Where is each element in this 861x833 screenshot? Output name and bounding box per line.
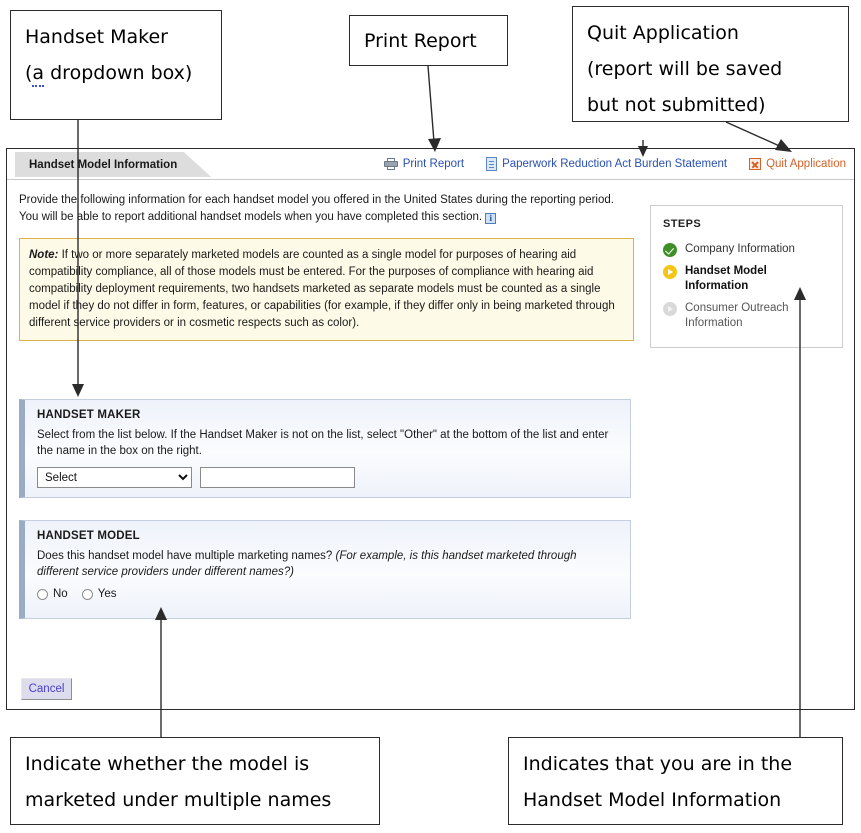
handset-model-question-example: (For example, is this handset marketed t… [37,550,577,578]
radio-label-no: No [53,588,68,600]
sidebar-item-consumer-outreach-information[interactable]: Consumer Outreach Information [663,301,830,331]
sidebar-item-handset-model-information[interactable]: Handset Model Information [663,264,830,294]
app-body: Provide the following information for ea… [7,180,854,341]
tab-handset-model-information[interactable]: Handset Model Information [15,152,212,177]
radio-option-no[interactable]: No [37,588,68,600]
paperwork-reduction-act-label: Paperwork Reduction Act Burden Statement [502,158,728,170]
handset-model-question-main: Does this handset model have multiple ma… [37,550,336,562]
callout-indicate-line2: marketed under multiple names [25,789,332,811]
info-icon[interactable]: i [485,213,497,224]
callout-print-report: Print Report [349,15,508,66]
callout-handset-maker: Handset Maker (a dropdown box) [10,10,222,120]
steps-title: STEPS [663,218,702,230]
handset-model-title: HANDSET MODEL [37,530,140,542]
app-header: Handset Model Information Print Report P… [7,149,854,180]
intro-text: Provide the following information for ea… [19,192,634,226]
handset-model-panel: HANDSET MODEL Does this handset model ha… [19,520,631,619]
callout-paren-open: ( [25,62,33,84]
callout-handset-maker-line2: (a dropdown box) [25,55,207,91]
print-report-link-label: Print Report [402,158,465,170]
handset-maker-panel: HANDSET MAKER Select from the list below… [19,399,631,498]
handset-maker-select[interactable]: Select [37,467,192,488]
radio-dot-no-icon [37,588,48,600]
play-circle-icon [663,265,677,279]
callout-indicates-step-line1: Indicates that you are in the [523,753,793,775]
step-label-handset-model-information: Handset Model Information [685,265,767,292]
callout-indicate-line1: Indicate whether the model is [25,753,310,775]
paperwork-reduction-act-link[interactable]: Paperwork Reduction Act Burden Statement [486,157,727,171]
callout-print-report-line1: Print Report [364,30,477,52]
callout-quit-line2: (report will be saved [587,58,783,80]
handset-maker-title: HANDSET MAKER [37,409,141,421]
quit-application-link[interactable]: Quit Application [749,158,846,170]
callout-dropdown-rest: dropdown box) [44,62,193,84]
printer-icon [383,158,398,170]
callout-quit-application: Quit Application (report will be saved b… [572,6,849,122]
handset-model-radio-group: No Yes [37,588,618,600]
callout-handset-maker-line1: Handset Maker [25,26,168,48]
intro-paragraph: Provide the following information for ea… [19,194,614,223]
step-label-company-information: Company Information [685,243,795,255]
check-circle-icon [663,243,677,257]
leader-line-print-report [427,65,435,143]
note-label: Note: [29,249,59,261]
leader-line-quit-application [725,121,785,149]
print-report-link[interactable]: Print Report [383,158,465,170]
quit-application-label: Quit Application [766,158,846,170]
document-icon [486,157,498,171]
radio-dot-yes-icon [81,588,93,600]
note-text: If two or more separately marketed model… [29,249,615,329]
close-icon [749,158,762,170]
radio-option-yes[interactable]: Yes [81,588,117,600]
callout-quit-line1: Quit Application [587,22,739,44]
callout-underlined-a: a [32,62,45,87]
callout-indicates-step: Indicates that you are in the Handset Mo… [508,737,843,825]
pending-circle-icon [663,302,677,316]
cancel-button[interactable]: Cancel [21,678,72,700]
step-label-consumer-outreach-information: Consumer Outreach Information [685,302,789,329]
tab-label: Handset Model Information [29,158,178,171]
handset-maker-description: Select from the list below. If the Hands… [37,429,609,457]
handset-model-question: Does this handset model have multiple ma… [37,548,618,580]
radio-label-yes: Yes [97,588,117,600]
header-links: Print Report Paperwork Reduction Act Bur… [383,149,846,179]
sidebar-item-company-information[interactable]: Company Information [663,242,830,257]
note-box: Note: If two or more separately marketed… [19,238,634,341]
steps-panel: STEPS Company Information Handset Model … [650,205,843,348]
callout-quit-line3: but not submitted) [587,94,766,116]
handset-maker-other-input[interactable] [200,467,355,488]
callout-indicates-step-line2: Handset Model Information [523,789,782,811]
application-window: Handset Model Information Print Report P… [6,148,855,710]
callout-indicate-model: Indicate whether the model is marketed u… [10,737,380,825]
